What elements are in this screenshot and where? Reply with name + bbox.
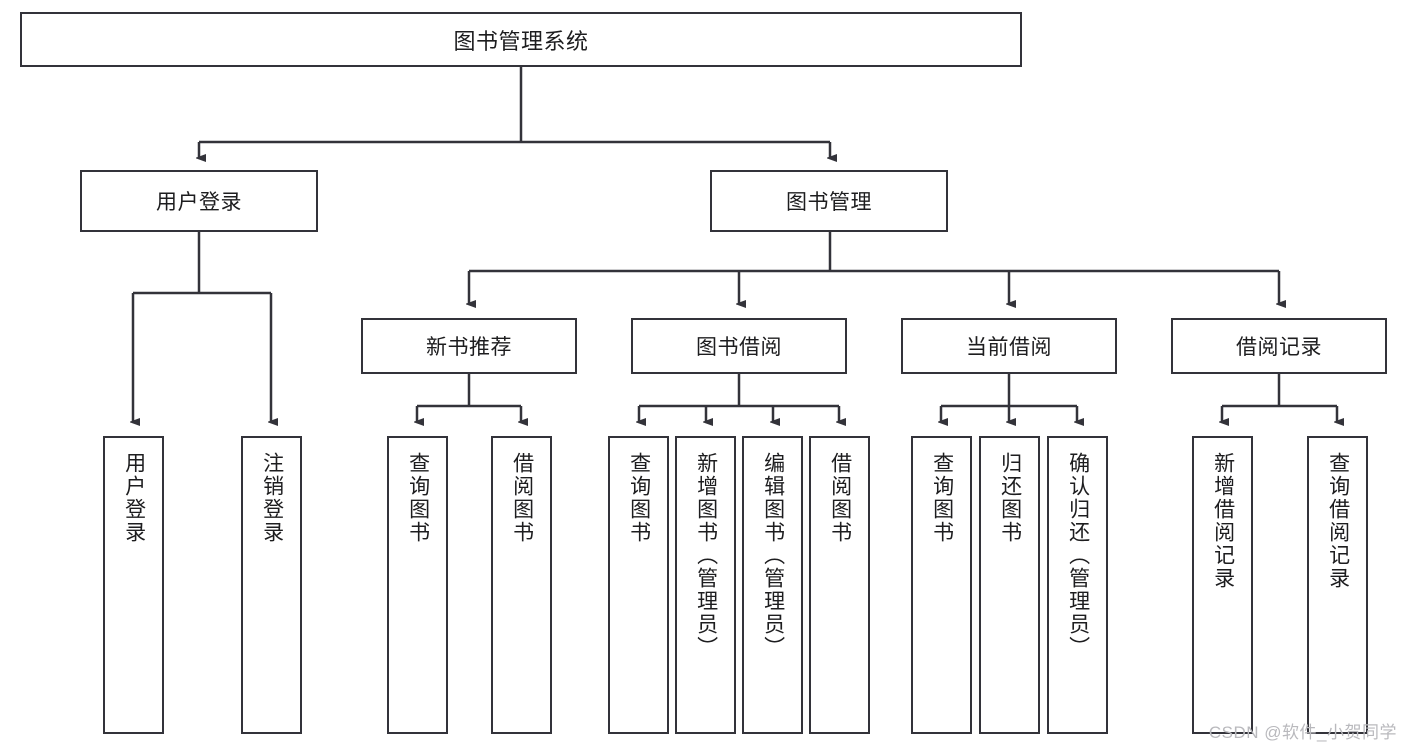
node-label: 新增图书（管理员） [694,452,718,659]
node-label: 确认归还（管理员） [1066,452,1090,659]
node-leaf-query-borrow-record[interactable]: 查询借阅记录 [1307,436,1368,734]
node-label: 图书管理 [786,191,872,214]
node-label: 用户登录 [156,191,242,214]
node-leaf-confirm-return-admin[interactable]: 确认归还（管理员） [1047,436,1108,734]
node-label: 查询图书 [627,452,651,544]
node-new-book-recommend[interactable]: 新书推荐 [361,318,577,374]
node-label: 借阅图书 [828,452,852,544]
node-book-borrow[interactable]: 图书借阅 [631,318,847,374]
node-root-book-management-system[interactable]: 图书管理系统 [20,12,1022,67]
node-label: 编辑图书（管理员） [761,452,785,659]
node-label: 当前借阅 [966,336,1052,359]
node-leaf-borrow-book-recommend[interactable]: 借阅图书 [491,436,552,734]
node-label: 注销登录 [260,452,284,544]
node-label: 查询图书 [930,452,954,544]
node-book-management[interactable]: 图书管理 [710,170,948,232]
node-leaf-user-login[interactable]: 用户登录 [103,436,164,734]
node-leaf-edit-book-admin[interactable]: 编辑图书（管理员） [742,436,803,734]
node-leaf-query-book-recommend[interactable]: 查询图书 [387,436,448,734]
node-current-borrow[interactable]: 当前借阅 [901,318,1117,374]
node-leaf-add-borrow-record[interactable]: 新增借阅记录 [1192,436,1253,734]
node-label: 新书推荐 [426,336,512,359]
node-label: 归还图书 [998,452,1022,544]
node-leaf-add-book-admin[interactable]: 新增图书（管理员） [675,436,736,734]
node-borrow-record[interactable]: 借阅记录 [1171,318,1387,374]
watermark: CSDN @软件_小贺同学 [1208,723,1397,742]
node-leaf-logout[interactable]: 注销登录 [241,436,302,734]
node-label: 图书管理系统 [453,28,589,54]
node-leaf-return-book[interactable]: 归还图书 [979,436,1040,734]
node-label: 用户登录 [122,452,146,544]
node-label: 图书借阅 [696,336,782,359]
node-leaf-query-book-borrow[interactable]: 查询图书 [608,436,669,734]
node-label: 借阅记录 [1236,336,1322,359]
node-label: 新增借阅记录 [1211,452,1235,590]
node-label: 查询借阅记录 [1326,452,1350,590]
node-user-login[interactable]: 用户登录 [80,170,318,232]
node-label: 借阅图书 [510,452,534,544]
node-label: 查询图书 [406,452,430,544]
node-leaf-borrow-book[interactable]: 借阅图书 [809,436,870,734]
node-leaf-query-book-current[interactable]: 查询图书 [911,436,972,734]
